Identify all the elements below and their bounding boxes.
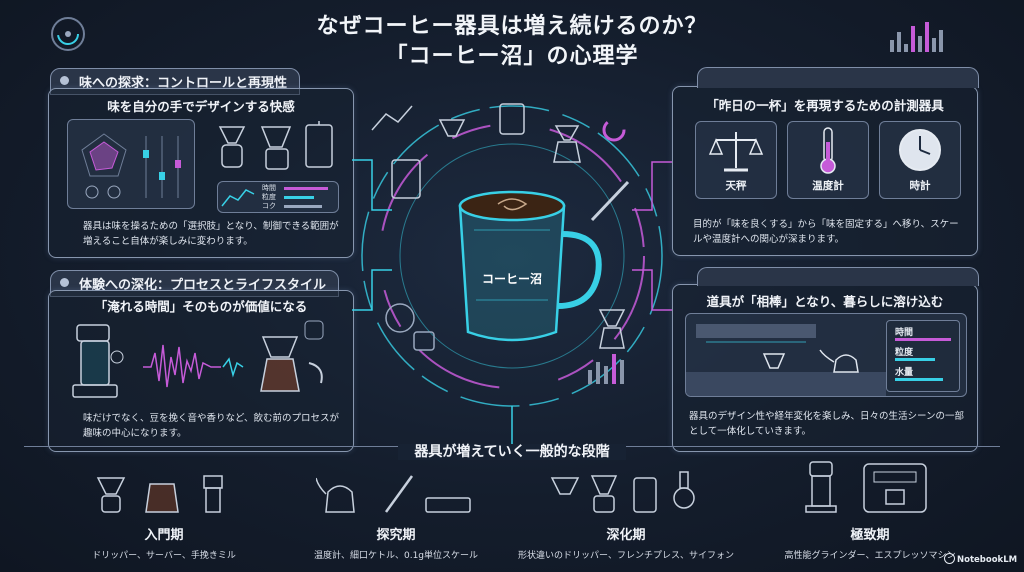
center-diagram — [352, 103, 672, 450]
thermometer-label: 温度計 — [812, 180, 844, 192]
stage3-desc: 形状違いのドリッパー、フレンチプレス、サイフォン — [518, 551, 734, 561]
slider-grind-bar — [895, 358, 935, 361]
slider-time-bar — [895, 338, 951, 341]
pitcher-icon — [499, 103, 525, 135]
section2-tab-decoration — [697, 67, 979, 88]
pie-chart-icon — [602, 118, 626, 142]
section4-tab-decoration — [697, 267, 979, 286]
chart-label-body: コク — [262, 202, 276, 210]
brand-logo: NotebookLM — [944, 553, 1017, 565]
cup-badge-icon — [413, 331, 435, 351]
clock-label: 時計 — [909, 180, 931, 192]
kitchen-scene-icon — [686, 324, 886, 396]
section1-heading: 味を自分の手でデザインする快感 — [107, 99, 295, 114]
bar-decoration-icon — [890, 22, 943, 52]
flavor-mixer-panel — [67, 119, 195, 209]
section2-heading: 「昨日の一杯」を再現するための計測器具 — [706, 98, 944, 113]
slider-label-grind: 粒度 — [895, 348, 914, 358]
brewer-set-icon — [218, 121, 333, 170]
thermometer-icon — [820, 127, 836, 174]
title-line-2: 「コーヒー沼」の心理学 — [385, 44, 639, 69]
stage4-tools-icon — [805, 461, 927, 513]
coffee-mug-icon — [458, 190, 602, 342]
kitchen-scene-panel: 時間 粒度 水量 — [685, 313, 967, 397]
section3-tab-label: 体験への深化：プロセスとライフスタイル — [79, 278, 327, 293]
connector-line — [632, 161, 672, 211]
stage3-name: 深化期 — [606, 528, 646, 543]
dripper-icon — [438, 119, 466, 137]
section3-heading: 「淹れる時間」そのものが価値になる — [94, 299, 308, 314]
scale-icon — [708, 132, 764, 172]
section3-body: 味だけでなく、豆を挽く音や香りなど、飲む前のプロセスが趣味の中心になります。 — [83, 413, 340, 439]
brand-label: NotebookLM — [957, 555, 1018, 565]
section1-panel: 味を自分の手でデザインする快感 時間 粒度 コク 器具は味を操る — [48, 88, 354, 258]
slider-label-time: 時間 — [895, 328, 914, 338]
stage1-desc: ドリッパー、サーバー、手挽きミル — [92, 551, 236, 561]
connector-line — [352, 269, 392, 311]
center-label: コーヒー沼 — [481, 272, 542, 286]
stage4-desc: 高性能グラインダー、エスプレッソマシン — [784, 551, 956, 561]
section2-panel: 「昨日の一杯」を再現するための計測器具 天秤 温度計 時計 目的が「味を良くする… — [672, 67, 979, 256]
scale-card: 天秤 — [695, 121, 777, 199]
trend-graph-icon — [371, 105, 413, 131]
thermometer-card: 温度計 — [787, 121, 869, 199]
stage4-name: 極致期 — [850, 528, 890, 543]
line-graph-icon — [221, 189, 255, 207]
section4-body: 器具のデザイン性や経年変化を楽しみ、日々の生活シーンの一部として一体化していきま… — [689, 411, 965, 437]
stage1-name: 入門期 — [144, 528, 184, 543]
tablet-icon — [391, 159, 421, 199]
page-title: なぜコーヒー器具は増え続けるのか？ 「コーヒー沼」の心理学 — [0, 12, 1024, 72]
stages-heading: 器具が増えていく一般的な段階 — [398, 444, 626, 460]
middle-ring — [379, 123, 645, 389]
connector-line — [632, 269, 672, 311]
slider-label-water: 水量 — [895, 368, 914, 378]
spirit-icon — [385, 303, 415, 333]
title-line-1: なぜコーヒー器具は増え続けるのか？ — [316, 14, 708, 39]
scale-label: 天秤 — [725, 180, 747, 192]
stage2-desc: 温度計、細口ケトル、0.1g単位スケール — [313, 551, 479, 561]
chart-label-grind: 粒度 — [262, 193, 276, 201]
section4-panel: 道具が「相棒」となり、暮らしに溶け込む 時間 粒度 水量 器具のデザイン性や経年… — [672, 267, 979, 452]
clock-icon — [899, 129, 941, 171]
radar-chart-icon — [81, 133, 181, 199]
brand-icon — [944, 553, 955, 564]
section1-tab-label: 味への探求：コントロールと再現性 — [79, 76, 288, 91]
chart-label-time: 時間 — [262, 184, 276, 192]
settings-card: 時間 粒度 水量 — [886, 320, 960, 392]
clock-card: 時計 — [879, 121, 961, 199]
gauge-decoration-icon — [51, 17, 85, 51]
section3-panel: 「淹れる時間」そのものが価値になる 味だけでなく、豆を挽く音や香りなど、飲む前の… — [48, 290, 354, 452]
stage2-tools-icon — [316, 475, 471, 513]
inner-ring — [399, 143, 625, 369]
probe-thermometer-icon — [590, 180, 630, 222]
section4-heading: 道具が「相棒」となり、暮らしに溶け込む — [706, 294, 944, 309]
stage2-name: 探究期 — [376, 528, 416, 543]
grinding-scene-icon — [72, 320, 324, 398]
bullet-icon — [60, 76, 69, 85]
stage1-tools-icon — [96, 475, 223, 513]
bullet-icon — [60, 278, 69, 287]
slider-water-bar — [895, 378, 943, 381]
stages-header: 器具が増えていく一般的な段階 — [0, 441, 1024, 461]
stage3-tools-icon — [550, 471, 695, 513]
siphon-icon — [598, 309, 626, 349]
server-icon — [553, 125, 581, 163]
section2-body: 目的が「味を良くする」から「味を固定する」へ移り、スケールや温度計への関心が深ま… — [693, 219, 959, 245]
section1-body: 器具は味を操るための「選択肢」となり、制御できる範囲が増えること自体が楽しみに変… — [83, 221, 339, 247]
connector-line — [352, 159, 392, 211]
mini-chart-panel: 時間 粒度 コク — [217, 181, 339, 213]
